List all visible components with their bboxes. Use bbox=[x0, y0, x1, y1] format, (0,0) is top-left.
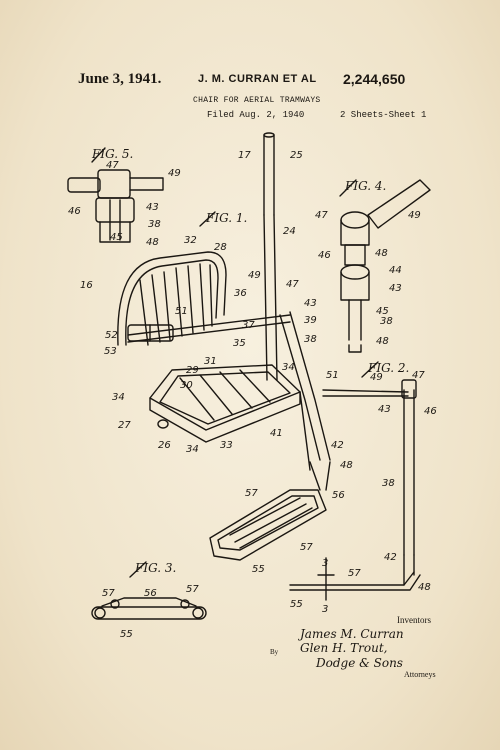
sheet-count: 2 Sheets-Sheet 1 bbox=[340, 110, 427, 120]
svg-text:41: 41 bbox=[270, 428, 283, 439]
attorney-signature: Dodge & Sons bbox=[316, 656, 403, 670]
svg-text:48: 48 bbox=[375, 248, 388, 259]
svg-text:48: 48 bbox=[340, 460, 353, 471]
svg-text:45: 45 bbox=[110, 232, 123, 243]
svg-text:30: 30 bbox=[180, 380, 193, 391]
svg-text:57: 57 bbox=[348, 568, 361, 579]
fig3-label: FIG. 3. bbox=[134, 561, 176, 575]
patent-number: 2,244,650 bbox=[343, 71, 406, 87]
fig5-label: FIG. 5. bbox=[91, 147, 133, 161]
svg-text:48: 48 bbox=[418, 582, 431, 593]
svg-text:57: 57 bbox=[186, 584, 199, 595]
svg-text:47: 47 bbox=[106, 160, 119, 171]
svg-text:47: 47 bbox=[315, 210, 328, 221]
svg-text:43: 43 bbox=[389, 283, 402, 294]
svg-text:26: 26 bbox=[158, 440, 171, 451]
svg-text:27: 27 bbox=[118, 420, 131, 431]
svg-text:29: 29 bbox=[186, 365, 199, 376]
svg-text:47: 47 bbox=[412, 370, 425, 381]
svg-text:32: 32 bbox=[184, 235, 197, 246]
svg-text:34: 34 bbox=[186, 444, 199, 455]
svg-text:56: 56 bbox=[144, 588, 157, 599]
svg-text:48: 48 bbox=[376, 336, 389, 347]
filed-date: Filed Aug. 2, 1940 bbox=[207, 110, 305, 120]
svg-text:42: 42 bbox=[384, 552, 397, 563]
svg-text:39: 39 bbox=[304, 315, 317, 326]
svg-text:24: 24 bbox=[283, 226, 296, 237]
inventor1-signature: James M. Curran bbox=[300, 627, 404, 641]
svg-text:43: 43 bbox=[146, 202, 159, 213]
reference-numerals: 47 49 46 43 38 45 48 17 25 24 32 28 16 4… bbox=[68, 150, 437, 640]
svg-text:48: 48 bbox=[146, 237, 159, 248]
svg-text:43: 43 bbox=[304, 298, 317, 309]
svg-text:45: 45 bbox=[376, 306, 389, 317]
patent-title: CHAIR FOR AERIAL TRAMWAYS bbox=[193, 96, 321, 105]
fig4-drawing: FIG. 4. bbox=[339, 179, 431, 353]
svg-text:34: 34 bbox=[282, 362, 295, 373]
svg-text:49: 49 bbox=[370, 372, 383, 383]
svg-text:17: 17 bbox=[238, 150, 251, 161]
svg-text:16: 16 bbox=[80, 280, 93, 291]
fig4-label: FIG. 4. bbox=[344, 179, 386, 193]
svg-text:51: 51 bbox=[175, 306, 188, 317]
fig3-drawing: FIG. 3. bbox=[91, 561, 207, 620]
svg-text:38: 38 bbox=[148, 219, 161, 230]
svg-text:49: 49 bbox=[408, 210, 421, 221]
svg-text:38: 38 bbox=[304, 334, 317, 345]
svg-text:25: 25 bbox=[290, 150, 303, 161]
svg-text:47: 47 bbox=[286, 279, 299, 290]
svg-text:56: 56 bbox=[332, 490, 345, 501]
svg-text:55: 55 bbox=[120, 629, 133, 640]
svg-text:43: 43 bbox=[378, 404, 391, 415]
svg-text:46: 46 bbox=[68, 206, 81, 217]
svg-text:46: 46 bbox=[318, 250, 331, 261]
fig2-label: FIG. 2. bbox=[367, 361, 409, 375]
fig5-drawing: FIG. 5. bbox=[67, 147, 164, 243]
patent-date: June 3, 1941. bbox=[78, 71, 162, 87]
inventors-label: Inventors bbox=[397, 615, 431, 625]
svg-text:57: 57 bbox=[245, 488, 258, 499]
fig1-drawing: FIG. 1. bbox=[117, 132, 331, 561]
svg-text:53: 53 bbox=[104, 346, 117, 357]
svg-text:57: 57 bbox=[102, 588, 115, 599]
svg-text:55: 55 bbox=[290, 599, 303, 610]
attorney-label: Attorneys bbox=[404, 670, 436, 679]
svg-text:33: 33 bbox=[220, 440, 233, 451]
svg-text:42: 42 bbox=[331, 440, 344, 451]
svg-text:44: 44 bbox=[389, 265, 402, 276]
svg-text:34: 34 bbox=[112, 392, 125, 403]
svg-text:46: 46 bbox=[424, 406, 437, 417]
svg-text:49: 49 bbox=[168, 168, 181, 179]
svg-text:51: 51 bbox=[326, 370, 339, 381]
svg-text:31: 31 bbox=[204, 356, 217, 367]
svg-text:38: 38 bbox=[380, 316, 393, 327]
svg-text:49: 49 bbox=[248, 270, 261, 281]
svg-text:28: 28 bbox=[214, 242, 227, 253]
svg-text:35: 35 bbox=[233, 338, 246, 349]
svg-text:55: 55 bbox=[252, 564, 265, 575]
svg-text:36: 36 bbox=[234, 288, 247, 299]
by-label: By bbox=[270, 648, 279, 656]
svg-text:57: 57 bbox=[300, 542, 313, 553]
svg-text:3: 3 bbox=[322, 558, 328, 569]
svg-text:38: 38 bbox=[382, 478, 395, 489]
svg-text:3: 3 bbox=[322, 604, 328, 615]
inventor-names: J. M. CURRAN ET AL bbox=[198, 73, 317, 85]
inventor2-signature: Glen H. Trout, bbox=[300, 641, 388, 655]
svg-text:37: 37 bbox=[242, 320, 255, 331]
fig2-drawing: FIG. 2. bbox=[289, 361, 421, 601]
fig1-label: FIG. 1. bbox=[205, 211, 247, 225]
svg-text:52: 52 bbox=[105, 330, 118, 341]
